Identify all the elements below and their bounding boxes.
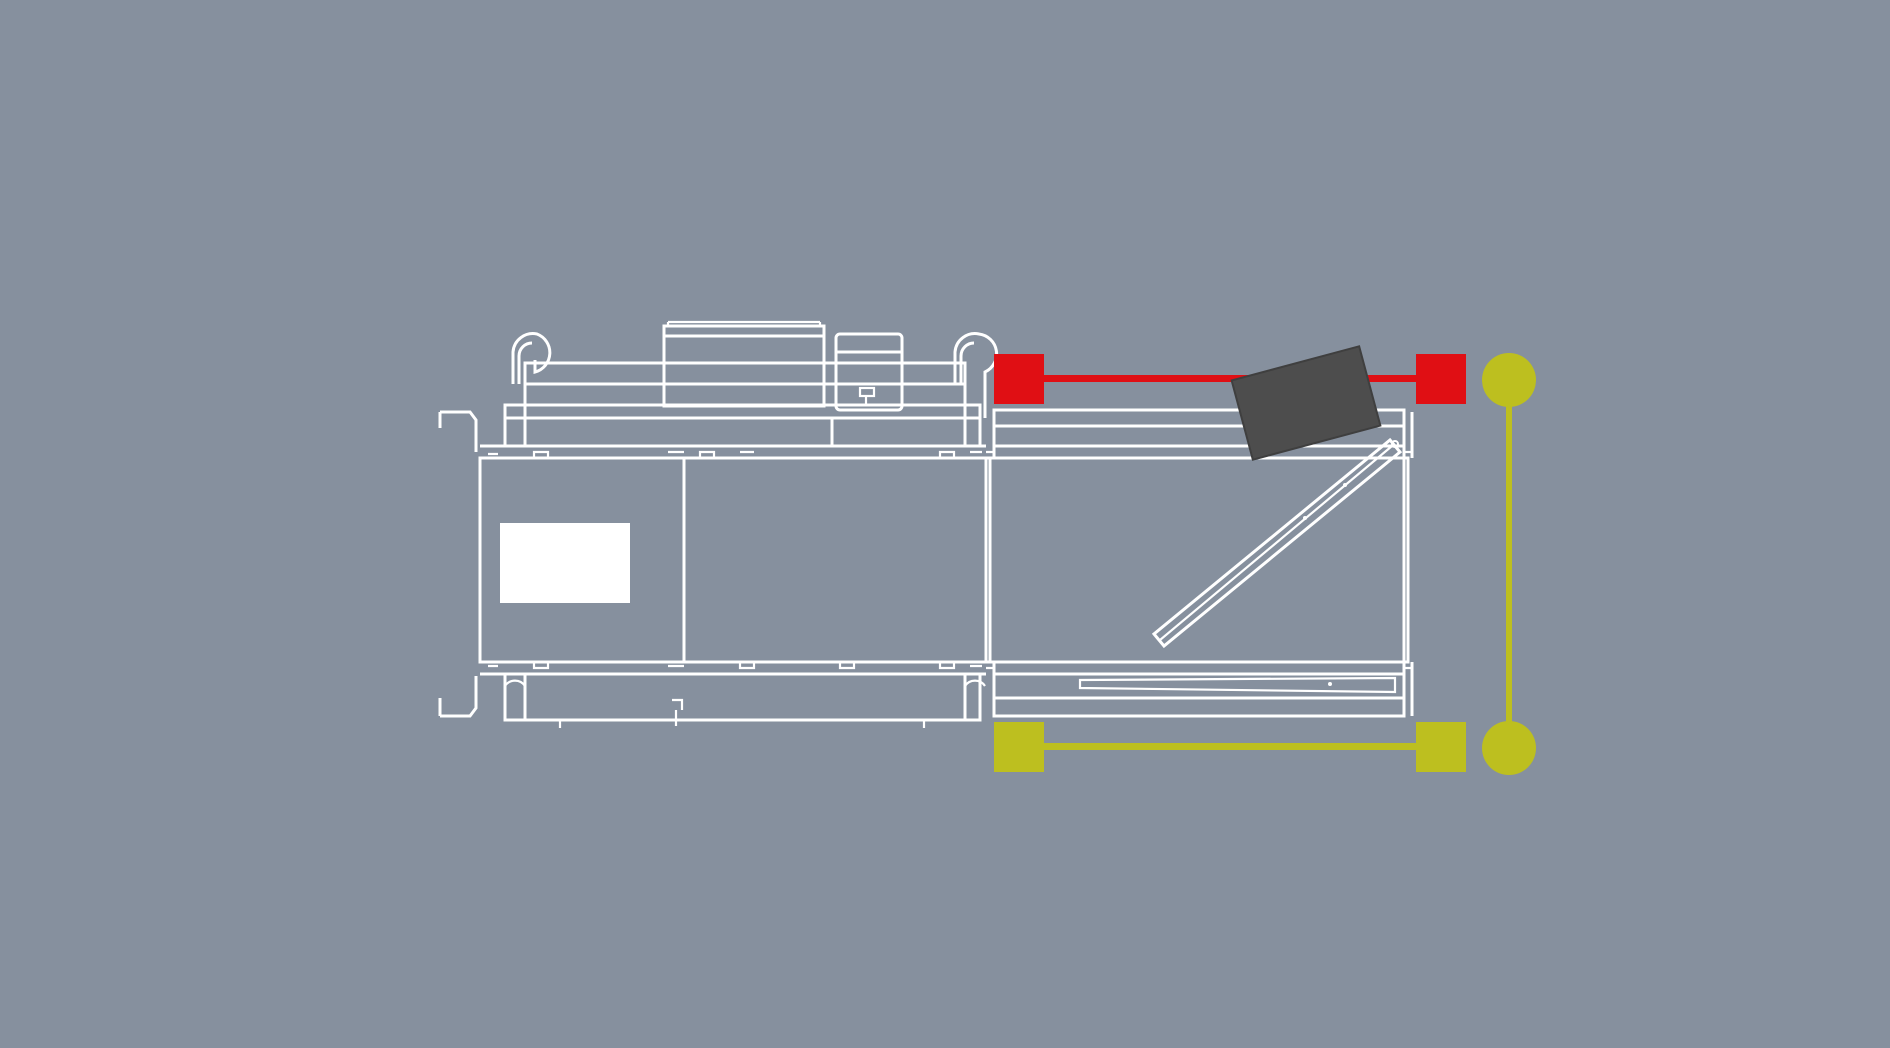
red-light-barrier (994, 354, 1466, 404)
yellow-light-barrier (994, 353, 1536, 775)
yellow-vertical-beam (1506, 380, 1512, 750)
pusher-arm (1151, 437, 1403, 649)
white-parcel (500, 523, 630, 603)
dark-rejected-package (1230, 345, 1382, 461)
infeed-conveyor (115, 410, 480, 718)
yellow-beam (1044, 743, 1416, 750)
yellow-bottom-sensor (1482, 721, 1536, 775)
red-beam (1044, 375, 1416, 382)
yellow-emitter (994, 722, 1044, 772)
reject-diverter-section (984, 408, 1412, 718)
red-emitter (994, 354, 1044, 404)
yellow-receiver (1416, 722, 1466, 772)
weighing-section (478, 320, 999, 728)
red-receiver (1416, 354, 1466, 404)
yellow-top-sensor (1482, 353, 1536, 407)
outfeed-conveyor (1408, 410, 1770, 718)
